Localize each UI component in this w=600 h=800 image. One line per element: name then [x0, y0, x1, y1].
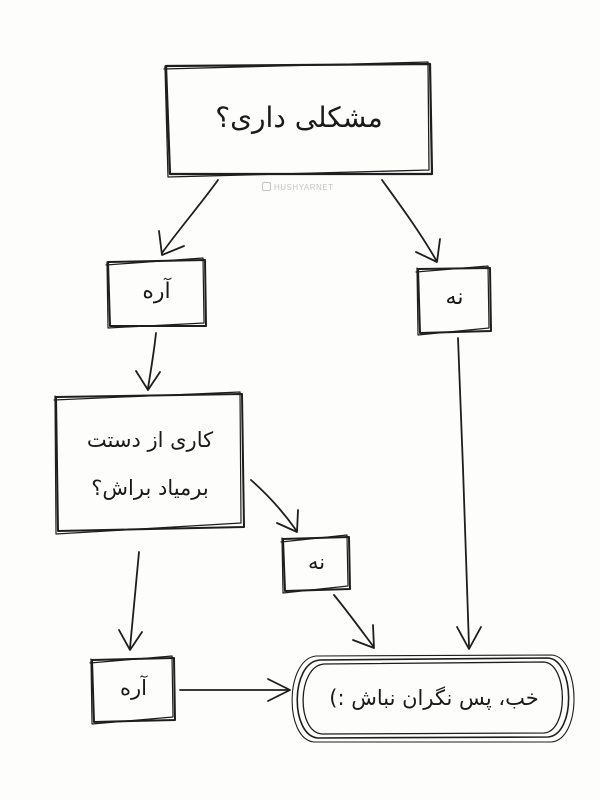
no1-label: نه — [445, 285, 464, 310]
question2-label-line1: کاری از دستت — [86, 428, 214, 452]
no2-box — [280, 534, 351, 594]
no2-label: نه — [307, 550, 326, 574]
yes1-label: آره — [142, 279, 171, 304]
arrow-q2-to-yes2 — [118, 551, 143, 651]
arrow-yes1-to-q2 — [135, 332, 161, 391]
result-outline — [291, 654, 575, 743]
arrow-q2-to-no2 — [250, 479, 299, 533]
no1-box — [415, 265, 492, 336]
question1-box — [163, 61, 434, 178]
result-label: خب، پس نگران نباش :) — [329, 686, 539, 710]
arrow-q1-to-yes1 — [158, 179, 219, 256]
yes2-label: آره — [120, 676, 147, 700]
arrow-no2-to-result — [333, 594, 375, 649]
arrow-q1-to-no1 — [381, 179, 441, 263]
watermark: HUSHYARNET — [262, 182, 334, 192]
arrow-no1-to-result — [456, 337, 482, 650]
question2-label-line2: برمیاد براش؟ — [91, 476, 209, 500]
arrow-yes2-to-result — [179, 678, 291, 702]
question2-box — [53, 391, 245, 535]
question1-label: مشکلی داری؟ — [215, 101, 383, 134]
camera-icon — [262, 182, 271, 191]
yes2-box — [89, 655, 176, 725]
yes1-box — [105, 257, 207, 329]
watermark-text: HUSHYARNET — [274, 183, 334, 192]
